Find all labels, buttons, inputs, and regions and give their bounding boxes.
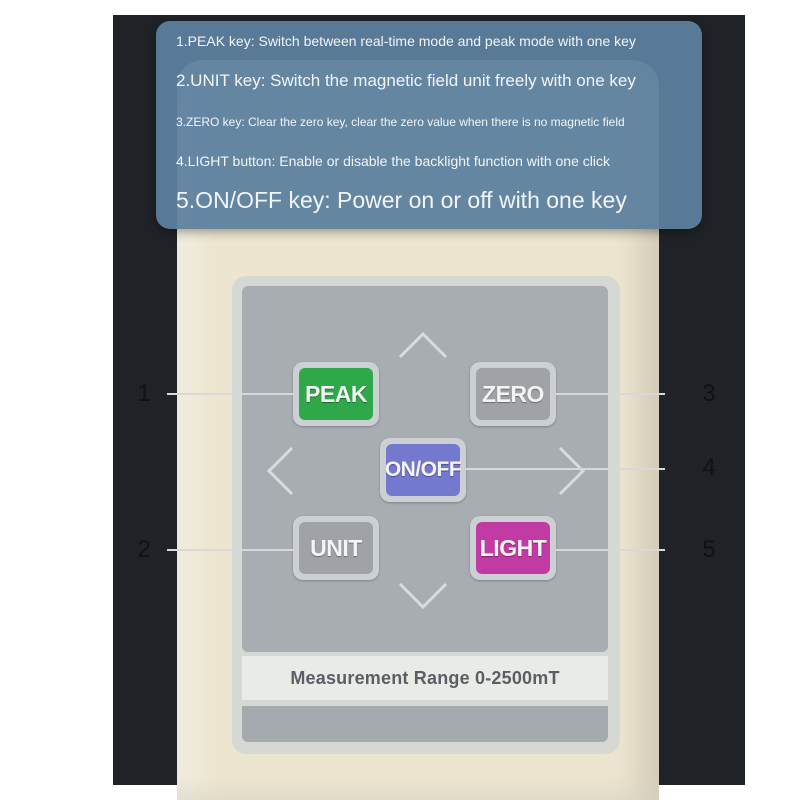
- callout-number-2: 2: [137, 536, 151, 563]
- unit-key-label: UNIT: [299, 522, 373, 574]
- zero-key[interactable]: ZERO: [470, 362, 556, 426]
- light-key-label: LIGHT: [476, 522, 550, 574]
- onoff-key-description: 5.ON/OFF key: Power on or off with one k…: [176, 187, 627, 213]
- leader-5: [556, 549, 665, 551]
- leader-3: [556, 393, 665, 395]
- leader-2: [167, 549, 293, 551]
- zero-key-description: 3.ZERO key: Clear the zero key, clear th…: [176, 115, 625, 129]
- measurement-range-label: Measurement Range 0-2500mT: [242, 656, 608, 700]
- key-description-panel: 1.PEAK key: Switch between real-time mod…: [156, 21, 702, 229]
- light-button-description: 4.LIGHT button: Enable or disable the ba…: [176, 153, 610, 169]
- zero-key-label: ZERO: [476, 368, 550, 420]
- onoff-key-label: ON/OFF: [385, 444, 462, 496]
- arrow-right-icon: [558, 446, 586, 496]
- arrow-down-icon: [398, 582, 448, 610]
- keypad-bottom-strip: [242, 706, 608, 742]
- leader-3-outer: [665, 393, 693, 395]
- leader-1-outer: [157, 393, 167, 395]
- callout-number-1: 1: [137, 380, 151, 407]
- leader-5-outer: [665, 549, 693, 551]
- leader-4: [466, 468, 665, 470]
- leader-2-outer: [157, 549, 167, 551]
- callout-number-3: 3: [702, 380, 716, 407]
- arrow-left-icon: [266, 446, 294, 496]
- leader-4-outer: [665, 468, 693, 470]
- arrow-up-icon: [398, 331, 448, 359]
- peak-key-description: 1.PEAK key: Switch between real-time mod…: [176, 33, 636, 49]
- unit-key-description: 2.UNIT key: Switch the magnetic field un…: [176, 71, 636, 90]
- light-key[interactable]: LIGHT: [470, 516, 556, 580]
- unit-key[interactable]: UNIT: [293, 516, 379, 580]
- callout-number-5: 5: [702, 536, 716, 563]
- peak-key-label: PEAK: [299, 368, 373, 420]
- leader-1: [167, 393, 293, 395]
- onoff-key[interactable]: ON/OFF: [380, 438, 466, 502]
- peak-key[interactable]: PEAK: [293, 362, 379, 426]
- callout-number-4: 4: [702, 454, 716, 481]
